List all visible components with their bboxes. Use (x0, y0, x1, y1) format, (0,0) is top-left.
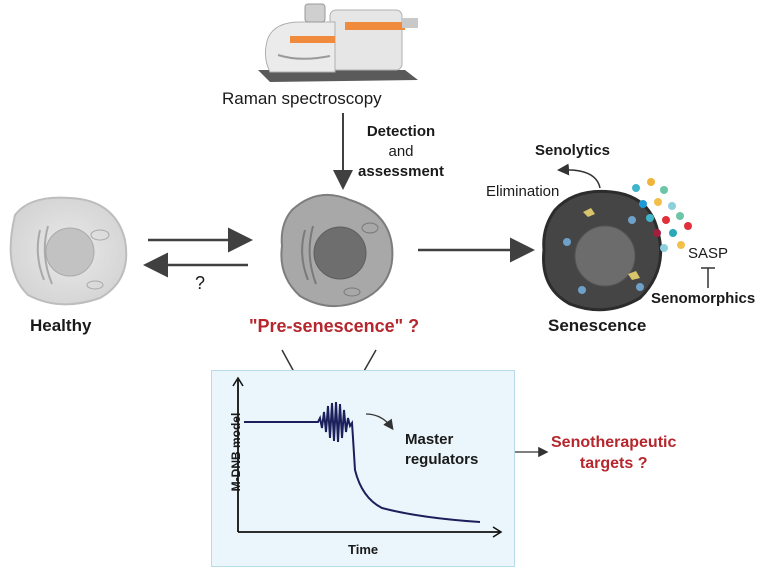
assessment-text: assessment (358, 163, 444, 180)
senotherapeutic-line2: targets ? (579, 455, 648, 472)
master-regulators-arrow (365, 413, 394, 431)
senotherapeutic-line1: Senotherapeutic (551, 434, 677, 451)
m-dnb-model-panel (211, 370, 515, 567)
detection-text: Detection (366, 123, 436, 140)
senescent-cell-icon (542, 189, 663, 312)
master-regulators-label: Master regulators (405, 430, 478, 470)
y-axis-label: M-DNB model (229, 412, 243, 492)
elimination-label: Elimination (486, 183, 560, 200)
healthy-cell-icon (9, 196, 128, 306)
senolytics-arrow (557, 163, 601, 189)
senomorphics-label: Senomorphics (651, 290, 756, 307)
x-axis-label: Time (348, 542, 379, 557)
master-line2: regulators (405, 451, 479, 468)
reverse-question-mark: ? (195, 273, 206, 293)
m-dnb-curve (244, 401, 481, 523)
sasp-particles (632, 178, 692, 252)
raman-spectroscopy-label: Raman spectroscopy (222, 89, 382, 108)
and-text: and (388, 143, 414, 160)
detection-assessment-label: Detection and assessment (352, 122, 450, 182)
pre-senescence-label: "Pre-senescence" ? (249, 316, 420, 336)
senolytics-label: Senolytics (535, 142, 611, 159)
healthy-label: Healthy (30, 316, 92, 335)
sasp-label: SASP (688, 245, 729, 262)
pre-senescent-cell-icon (280, 193, 394, 308)
master-line1: Master (405, 431, 454, 448)
senescence-label: Senescence (548, 316, 647, 335)
senotherapeutic-targets-label: Senotherapeutic targets ? (551, 432, 676, 474)
raman-spectrometer-icon (258, 3, 418, 82)
